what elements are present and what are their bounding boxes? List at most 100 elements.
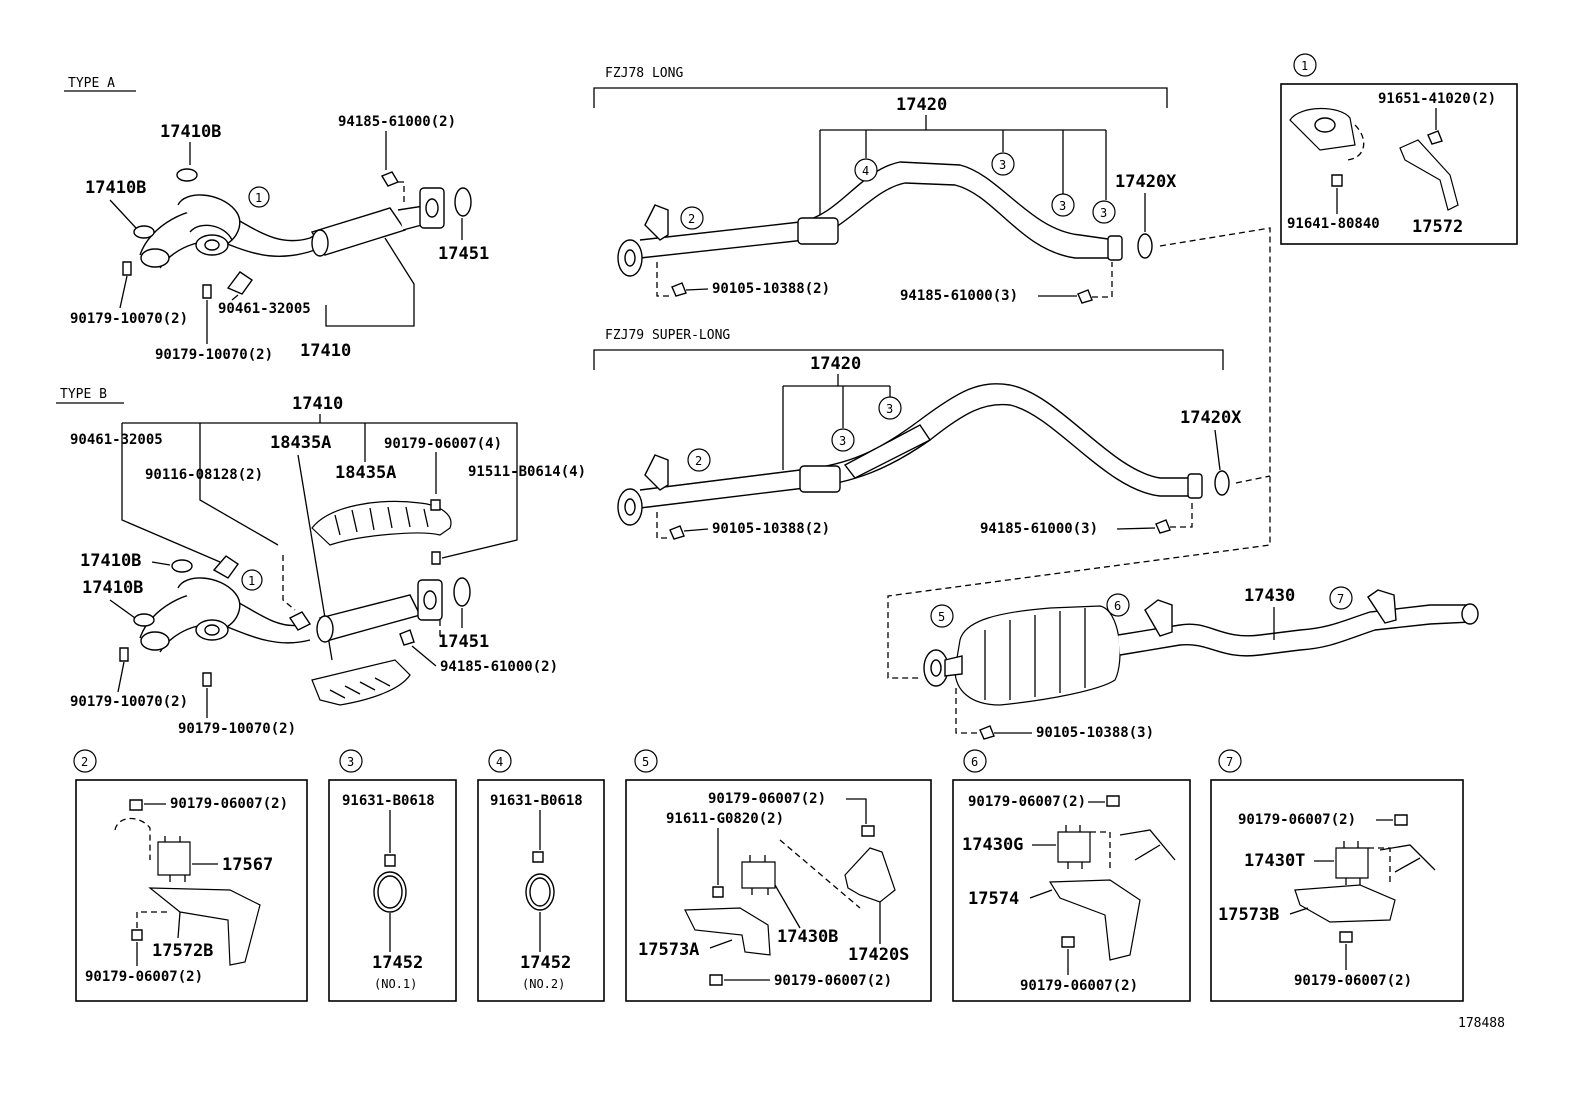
box-7-90179-bot-label: 90179-06007(2): [1294, 973, 1412, 989]
box-3-sub-label: (NO.1): [374, 977, 417, 991]
box-7-bracket-17573b: [1294, 884, 1396, 923]
box-1-bolt-2-icon: [1331, 174, 1343, 187]
type-a-90179-2-label: 90179-10070(2): [155, 347, 273, 363]
type-b-ref-1: [241, 569, 263, 591]
box-2-17572b-label: 17572B: [152, 941, 213, 961]
fzj78-ref-4: [854, 158, 878, 182]
box-2-nut-icon: [129, 799, 143, 811]
box-2-insulator-17567: [157, 841, 191, 876]
type-a-17451-label: 17451: [438, 244, 489, 264]
fzj79-94185-label: 94185-61000(3): [980, 521, 1098, 537]
muffler-90105-label: 90105-10388(3): [1036, 725, 1154, 741]
box-7-ref-label: 7: [1226, 755, 1233, 769]
box-7-nut-2-icon: [1339, 931, 1353, 943]
box-2-ref: [73, 749, 97, 773]
box-5-91611-label: 91611-G0820(2): [666, 811, 784, 827]
box-5-bolt-icon: [712, 886, 724, 898]
type-b-90179-06007-label: 90179-06007(4): [384, 436, 502, 452]
type-b-gasket-17451-icon: [453, 577, 471, 607]
type-a-17410b-label: 17410B: [160, 122, 221, 142]
fzj78-ref-3a: [991, 152, 1015, 176]
fzj78-ref-3c-label: 3: [1100, 206, 1107, 220]
fzj78-17420x-label: 17420X: [1115, 172, 1177, 192]
box-3-ref: [339, 749, 363, 773]
fzj78-94185-label: 94185-61000(3): [900, 288, 1018, 304]
fzj78-ref-3b-label: 3: [1059, 199, 1066, 213]
box-5-90179-top-label: 90179-06007(2): [708, 791, 826, 807]
fzj79-nut-icon: [1155, 519, 1171, 534]
fzj78-group: FZJ78 LONG 17420 2 4 3 3: [593, 66, 1271, 679]
fzj79-center-pipe: [617, 383, 1203, 526]
type-b-nut-2-icon: [430, 499, 441, 511]
type-b-front-pipe: [139, 577, 443, 653]
type-a-front-pipe: [139, 187, 445, 269]
type-a-17410-label: 17410: [300, 341, 351, 361]
type-b-clamp-icon: [212, 555, 239, 579]
fzj79-ref-3b: [878, 396, 902, 420]
box-5-ref: [634, 749, 658, 773]
type-b-17410b-label: 17410B: [80, 551, 141, 571]
box-1-91641-label: 91641-80840: [1287, 216, 1380, 232]
box-4-ref-label: 4: [496, 755, 503, 769]
box-7-ref: [1218, 749, 1242, 773]
type-b-heat-insulator-upper: [311, 500, 452, 546]
type-a-group: TYPE A 1 17410B 17410B 9418: [64, 76, 489, 363]
fzj79-ref-3a-label: 3: [839, 434, 846, 448]
type-b-18435a-label: 18435A: [270, 433, 331, 453]
type-a-gasket-17410b-2-icon: [133, 225, 155, 239]
fzj78-ref-3c: [1092, 200, 1116, 224]
type-b-gasket-17410b-icon: [171, 559, 193, 573]
box-2-nut-2-icon: [131, 929, 143, 941]
box-2: 2 90179-06007(2) 17567 17572B 90179-0600…: [73, 749, 308, 1002]
type-a-17410b-2-label: 17410B: [85, 178, 146, 198]
muffler-ref-5: [930, 604, 954, 628]
box-6-nut-2-icon: [1061, 936, 1075, 948]
fzj79-bolt-icon: [669, 525, 685, 540]
type-b-91511-label: 91511-B0614(4): [468, 464, 586, 480]
type-b-bolt-icon: [119, 647, 129, 662]
fzj78-17420-label: 17420: [896, 95, 947, 115]
type-b-bolt-2-icon: [202, 672, 212, 687]
box-6: 6 90179-06007(2) 17430G 17574 90179-0600…: [952, 749, 1191, 1002]
box-2-ref-label: 2: [81, 755, 88, 769]
type-b-bolt-3-icon: [431, 551, 441, 565]
fzj79-ref-3b-label: 3: [886, 402, 893, 416]
box-5-nut-icon: [861, 825, 875, 837]
type-b-17451-label: 17451: [438, 632, 489, 652]
fzj78-center-pipe: [617, 161, 1123, 277]
box-5: 5 90179-06007(2) 91611-G0820(2) 17573A 1…: [625, 749, 932, 1002]
type-a-bolt-icon: [122, 261, 132, 276]
fzj79-17420-label: 17420: [810, 354, 861, 374]
box-1: 1 91651-41020(2) 91641-80840 17572: [1280, 53, 1518, 245]
box-6-ref: [963, 749, 987, 773]
type-b-90116-label: 90116-08128(2): [145, 467, 263, 483]
box-7-90179-top-label: 90179-06007(2): [1238, 812, 1356, 828]
fzj79-90105-label: 90105-10388(2): [712, 521, 830, 537]
box-6-insulator-17430g: [1057, 831, 1091, 863]
fzj78-ref-3a-label: 3: [999, 158, 1006, 172]
fzj78-ref-2-label: 2: [688, 212, 695, 226]
box-1-ref: [1293, 53, 1317, 77]
fzj78-bolt-icon: [671, 282, 687, 297]
box-5-17573a-label: 17573A: [638, 940, 699, 960]
box-1-17572-label: 17572: [1412, 217, 1463, 237]
muffler-ref-7: [1329, 586, 1353, 610]
muffler-ref-6: [1106, 593, 1130, 617]
box-5-bracket-17420s: [844, 847, 896, 903]
type-a-ref-1: [248, 186, 270, 208]
box-4-17452-label: 17452: [520, 953, 571, 973]
box-2-90179-bot-label: 90179-06007(2): [85, 969, 203, 985]
box-2-17567-label: 17567: [222, 855, 273, 875]
fzj79-ref-3a: [831, 428, 855, 452]
box-4-nut-icon: [532, 851, 544, 863]
type-a-title: TYPE A: [68, 76, 115, 91]
fzj78-title: FZJ78 LONG: [605, 66, 683, 81]
fzj78-ref-3b: [1051, 193, 1075, 217]
fzj78-ref-2: [680, 206, 704, 230]
fzj79-ref-2-label: 2: [695, 454, 702, 468]
box-7-nut-icon: [1394, 814, 1408, 826]
box-6-bracket-17574: [1048, 879, 1141, 961]
box-6-17574-label: 17574: [968, 889, 1019, 909]
type-b-group: TYPE B 17410 90461-32005 18435A 90116-08…: [56, 387, 586, 737]
